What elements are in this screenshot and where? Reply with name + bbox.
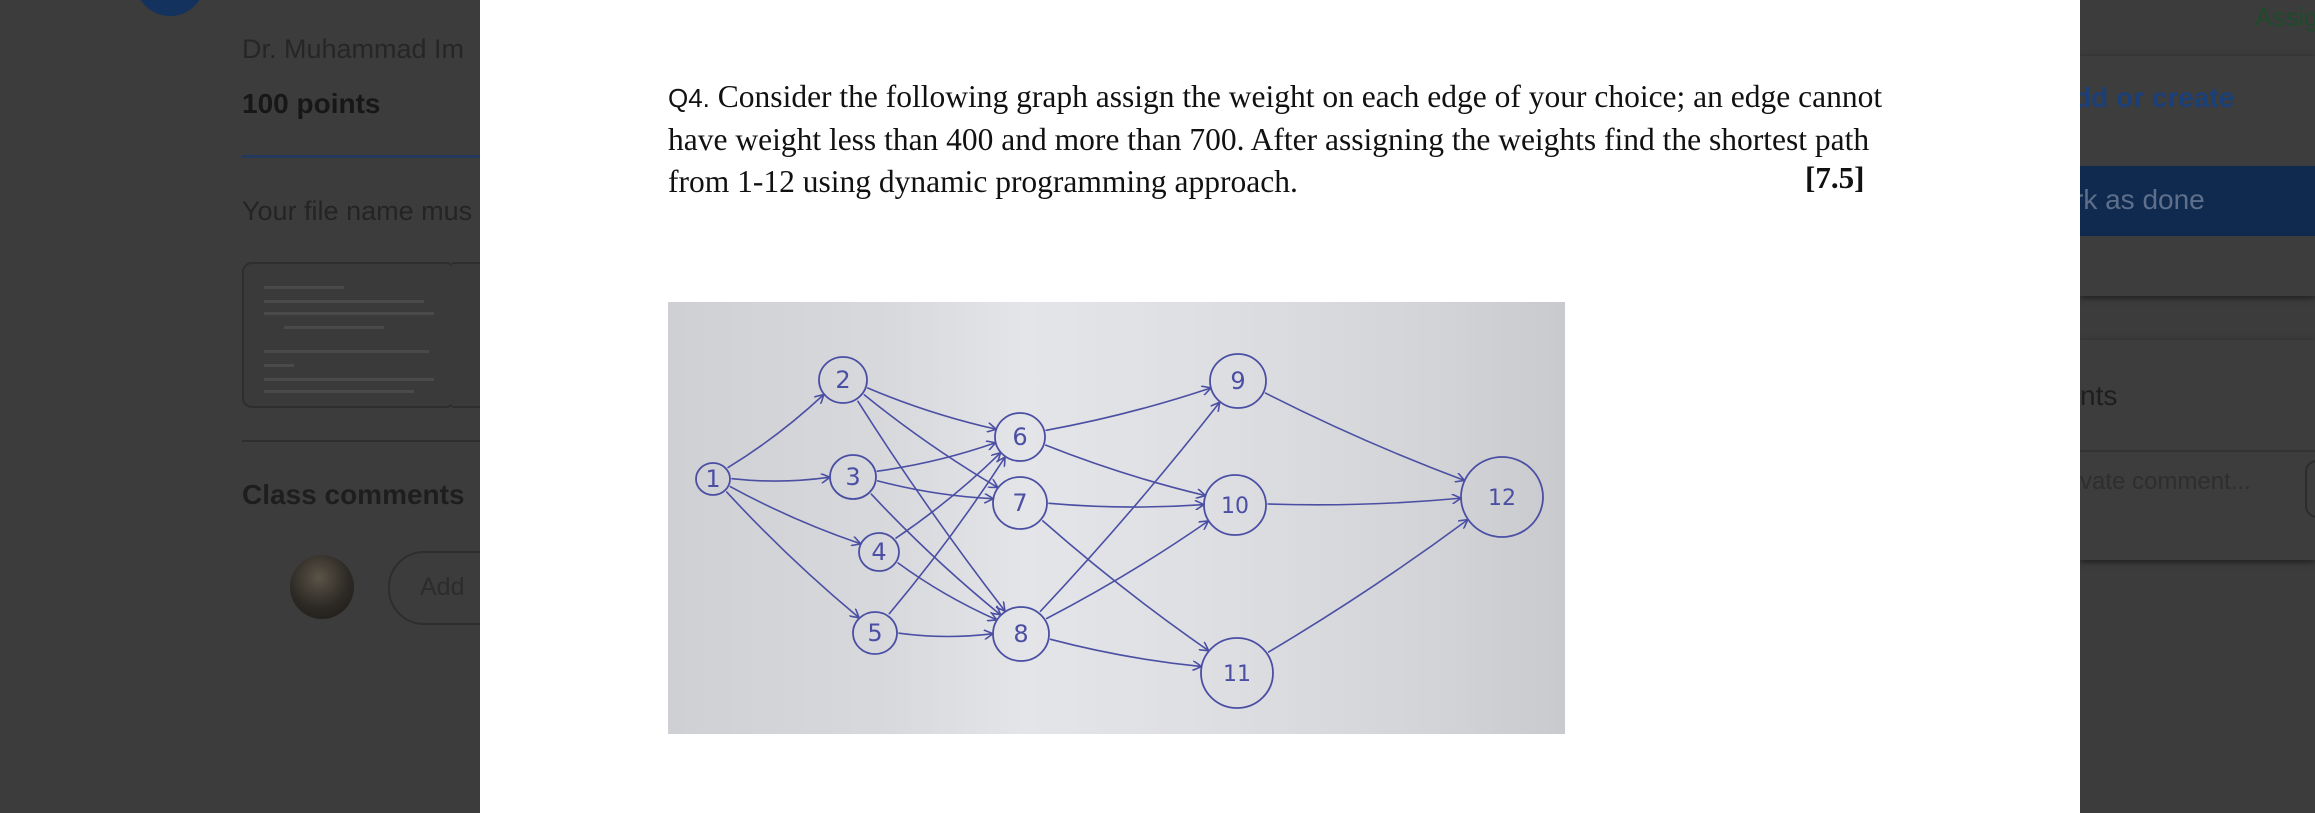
graph-edge-3-7 — [876, 480, 993, 499]
document-viewer: Q4. Consider the following graph assign … — [480, 0, 2080, 813]
graph-edge-9-12 — [1264, 392, 1463, 480]
section-divider — [242, 440, 480, 442]
assignment-icon — [135, 0, 205, 16]
graph-node-label-10: 10 — [1221, 494, 1249, 519]
graph-edge-7-10 — [1048, 503, 1203, 507]
graph-node-9 — [1209, 353, 1267, 409]
graph-edge-3-6 — [876, 443, 994, 472]
question-line-1: Q4. Consider the following graph assign … — [668, 79, 1883, 114]
header-divider — [242, 155, 480, 158]
graph-node-label-2: 2 — [835, 366, 850, 394]
assignment-details-panel: Dr. Muhammad Im 100 points Your file nam… — [0, 0, 532, 813]
add-or-create-button[interactable]: dd or create — [2074, 82, 2235, 113]
graph-edge-1-3 — [731, 477, 829, 481]
mark-as-done-button[interactable]: rk as done — [2074, 166, 2315, 236]
graph-edge-4-8 — [897, 562, 996, 619]
graph-edge-6-9 — [1045, 388, 1210, 432]
avatar — [290, 555, 354, 619]
graph-edge-2-7 — [863, 394, 997, 487]
marks-label: [7.5] — [1805, 160, 1865, 195]
attachment-card[interactable] — [452, 262, 482, 408]
graph-edge-1-2 — [727, 395, 823, 469]
graph-node-label-12: 12 — [1488, 486, 1516, 511]
attachment-thumbnail[interactable] — [242, 262, 456, 408]
graph-node-label-6: 6 — [1012, 423, 1027, 451]
graph-edge-3-8 — [870, 493, 1000, 614]
graph-edge-8-9 — [1039, 403, 1220, 613]
graph-node-label-11: 11 — [1223, 662, 1251, 687]
assigned-status: Assig — [2255, 2, 2315, 32]
graph-node-6 — [994, 412, 1046, 462]
question-text: Q4. Consider the following graph assign … — [668, 76, 1888, 203]
mark-as-done-label: rk as done — [2074, 184, 2205, 215]
graph-edge-5-8 — [898, 633, 992, 636]
graph-node-12 — [1460, 456, 1544, 538]
graph-node-11 — [1200, 637, 1274, 709]
graph-node-1 — [695, 462, 731, 496]
graph-edge-1-5 — [725, 491, 859, 617]
question-label: Q4. — [668, 83, 710, 113]
class-comments-heading: Class comments — [242, 479, 465, 510]
graph-edge-5-6 — [888, 458, 1004, 615]
graph-node-4 — [858, 532, 900, 572]
question-line-2: have weight less than 400 and more than … — [668, 122, 1870, 157]
graph-node-5 — [852, 611, 898, 655]
graph-node-8 — [992, 606, 1050, 662]
private-comment-input[interactable]: vate comment... — [2080, 468, 2251, 495]
graph-edge-8-10 — [1045, 522, 1208, 620]
graph-edge-6-10 — [1044, 444, 1205, 495]
graph-edge-7-11 — [1042, 520, 1208, 650]
graph-node-10 — [1203, 474, 1267, 536]
private-comments-heading: nts — [2080, 380, 2118, 411]
private-comment-field-border — [2305, 460, 2315, 518]
graph-node-label-3: 3 — [845, 463, 860, 491]
graph-edge-8-11 — [1049, 638, 1201, 666]
instructions-text: Your file name mus — [242, 196, 473, 226]
graph-edge-2-8 — [857, 400, 1004, 610]
question-line-3: from 1-12 using dynamic programming appr… — [668, 164, 1298, 199]
graph-edge-2-6 — [866, 387, 996, 429]
points-label: 100 points — [242, 88, 381, 119]
graph-node-label-4: 4 — [871, 538, 886, 566]
graph-node-7 — [992, 476, 1048, 530]
graph-node-label-7: 7 — [1012, 489, 1027, 517]
graph-node-label-8: 8 — [1013, 620, 1028, 648]
graph-node-3 — [829, 454, 877, 500]
graph-node-2 — [818, 356, 868, 404]
graph-node-label-1: 1 — [705, 465, 720, 493]
graph-node-label-5: 5 — [867, 619, 882, 647]
graph-edge-1-4 — [729, 485, 859, 544]
teacher-name: Dr. Muhammad Im — [242, 34, 465, 64]
private-comments-divider — [2080, 450, 2315, 452]
class-comment-placeholder: Add — [420, 573, 465, 601]
graph-edge-4-6 — [895, 453, 1000, 539]
graph-edge-11-12 — [1267, 520, 1467, 653]
graph-edge-10-12 — [1267, 498, 1460, 506]
graph-node-label-9: 9 — [1230, 367, 1245, 395]
